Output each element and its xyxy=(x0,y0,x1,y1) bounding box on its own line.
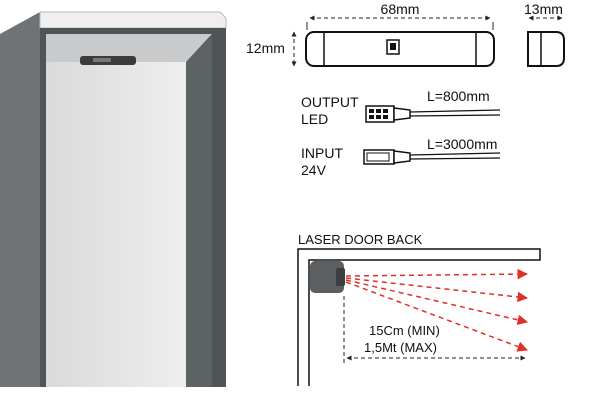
laser-beam-3 xyxy=(345,279,529,325)
sensor-body xyxy=(305,31,495,67)
input-cable xyxy=(409,152,501,156)
laser-section: LASER DOOR BACK 15Cm (MIN) 1,5Mt (MAX) xyxy=(297,232,541,386)
output-cable-length: L=800mm xyxy=(427,88,490,104)
cabinet-illustration xyxy=(0,11,227,387)
output-plug xyxy=(365,105,395,123)
sensor-top-view: 68mm 12mm 13mm xyxy=(246,1,565,67)
height-dimension-label: 12mm xyxy=(246,40,285,56)
depth-dimension-label: 13mm xyxy=(524,1,563,17)
cabinet-inner-side xyxy=(186,36,212,387)
laser-title: LASER DOOR BACK xyxy=(298,232,423,247)
cabinet-side-panel xyxy=(0,12,40,387)
cabinet-cross-section xyxy=(297,248,541,386)
input-connector: INPUT 24V L=3000mm xyxy=(301,136,501,178)
cabinet-inner-ceiling xyxy=(46,34,212,62)
output-connector: OUTPUT LED L=800mm xyxy=(301,88,501,127)
width-dimension-label: 68mm xyxy=(381,1,420,17)
cabinet-back-wall xyxy=(46,52,186,387)
sensor-side-view xyxy=(527,31,565,67)
laser-beam-2 xyxy=(345,277,529,303)
input-label-line1: INPUT xyxy=(301,145,343,161)
output-cable xyxy=(409,109,501,113)
input-label-line2: 24V xyxy=(301,162,327,178)
range-max-label: 1,5Mt (MAX) xyxy=(364,340,437,355)
laser-beams xyxy=(345,268,529,352)
cabinet-top-panel xyxy=(39,11,227,29)
input-cable-length: L=3000mm xyxy=(427,136,497,152)
mounted-sensor-lens xyxy=(93,58,111,62)
output-label-line2: LED xyxy=(301,111,328,127)
laser-beam-1 xyxy=(345,268,529,280)
output-label-line1: OUTPUT xyxy=(301,94,359,110)
range-min-label: 15Cm (MIN) xyxy=(369,323,440,338)
laser-sensor xyxy=(310,261,344,293)
